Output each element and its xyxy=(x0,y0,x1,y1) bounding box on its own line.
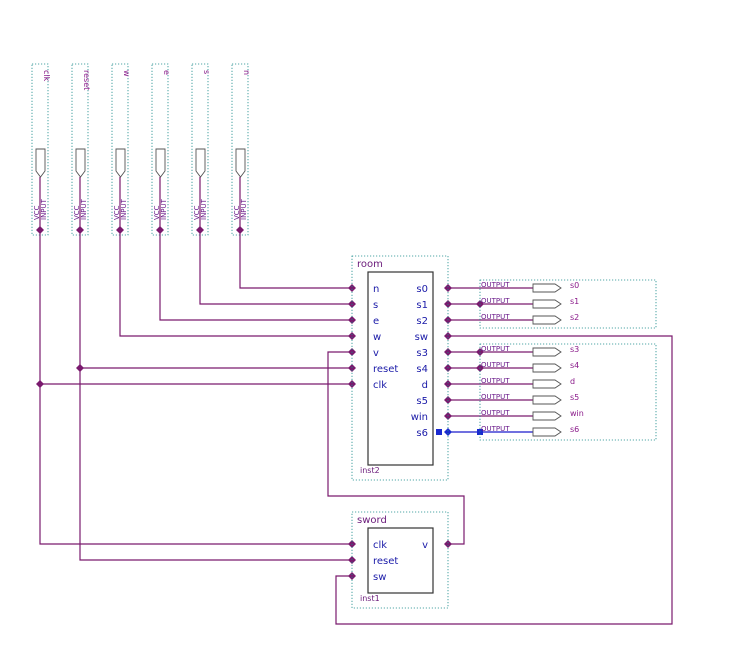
output-pin-s6[interactable]: OUTPUT s6 xyxy=(481,425,579,437)
room-port-s3: s3 xyxy=(416,348,428,359)
input-type-label: INPUT xyxy=(240,198,248,220)
room-port-e: e xyxy=(373,316,379,327)
input-type-label: INPUT xyxy=(80,198,88,220)
room-port-reset: reset xyxy=(373,364,398,375)
input-pin-clk[interactable]: clk VCC INPUT xyxy=(31,63,51,236)
output-pin-s4[interactable]: OUTPUT s4 xyxy=(481,361,579,373)
sword-port-clk: clk xyxy=(373,540,387,551)
room-port-s4: s4 xyxy=(416,364,428,375)
output-pin-name: s3 xyxy=(570,345,579,354)
sword-block[interactable]: sword inst1 clk reset sw v xyxy=(351,511,449,609)
input-vcc-label: VCC xyxy=(193,205,201,220)
output-type-label: OUTPUT xyxy=(481,393,510,401)
output-type-label: OUTPUT xyxy=(481,361,510,369)
room-port-s5: s5 xyxy=(416,396,428,407)
output-type-label: OUTPUT xyxy=(481,425,510,433)
output-type-label: OUTPUT xyxy=(481,377,510,385)
output-pin-win[interactable]: OUTPUT win xyxy=(481,409,584,421)
output-pin-name: s2 xyxy=(570,313,579,322)
sword-port-sw: sw xyxy=(373,572,386,583)
output-group-bottom xyxy=(479,343,657,441)
input-pin-reset[interactable]: reset VCC INPUT xyxy=(71,63,91,236)
output-pin-s3[interactable]: OUTPUT s3 xyxy=(481,345,579,357)
room-port-w: w xyxy=(373,332,381,343)
room-port-s6: s6 xyxy=(416,428,428,439)
room-port-n: n xyxy=(373,284,379,295)
room-port-d: d xyxy=(422,380,428,391)
input-pin-name: n xyxy=(242,70,251,75)
output-type-label: OUTPUT xyxy=(481,297,510,305)
output-pin-name: d xyxy=(570,377,575,386)
room-port-s0: s0 xyxy=(416,284,428,295)
output-pin-name: s1 xyxy=(570,297,579,306)
input-pin-name: clk xyxy=(42,70,51,82)
output-type-label: OUTPUT xyxy=(481,281,510,289)
wires xyxy=(39,177,673,625)
output-pin-s1[interactable]: OUTPUT s1 xyxy=(481,297,579,309)
output-pin-name: s4 xyxy=(570,361,579,370)
output-pin-name: s6 xyxy=(570,425,579,434)
room-instance: inst2 xyxy=(360,466,380,475)
room-port-s: s xyxy=(373,300,378,311)
output-type-label: OUTPUT xyxy=(481,409,510,417)
input-pin-e[interactable]: e VCC INPUT xyxy=(151,63,171,236)
output-pin-name: s5 xyxy=(570,393,579,402)
input-vcc-label: VCC xyxy=(73,205,81,220)
sword-port-v: v xyxy=(422,540,428,551)
input-type-label: INPUT xyxy=(200,198,208,220)
input-vcc-label: VCC xyxy=(33,205,41,220)
output-group-top xyxy=(479,279,657,329)
room-block[interactable]: room inst2 n s e w v reset clk s0 s1 s2 … xyxy=(351,255,449,481)
input-pin-name: s xyxy=(202,70,211,74)
room-port-sw: sw xyxy=(415,332,428,343)
input-type-label: INPUT xyxy=(40,198,48,220)
output-type-label: OUTPUT xyxy=(481,345,510,353)
input-type-label: INPUT xyxy=(120,198,128,220)
room-port-s2: s2 xyxy=(416,316,428,327)
input-pin-n[interactable]: n VCC INPUT xyxy=(231,63,251,236)
sword-port-reset: reset xyxy=(373,556,398,567)
output-pin-d[interactable]: OUTPUT d xyxy=(481,377,575,389)
room-title: room xyxy=(357,259,383,270)
input-pin-name: w xyxy=(122,70,131,77)
output-pin-s0[interactable]: OUTPUT s0 xyxy=(481,281,579,293)
sword-title: sword xyxy=(357,515,387,526)
output-pin-name: s0 xyxy=(570,281,579,290)
sword-instance: inst1 xyxy=(360,594,380,603)
room-port-v: v xyxy=(373,348,379,359)
room-port-win: win xyxy=(411,412,428,423)
output-pin-s5[interactable]: OUTPUT s5 xyxy=(481,393,579,405)
input-pin-w[interactable]: w VCC INPUT xyxy=(111,63,131,236)
room-port-s1: s1 xyxy=(416,300,428,311)
input-pin-name: reset xyxy=(82,70,91,90)
input-vcc-label: VCC xyxy=(113,205,121,220)
output-type-label: OUTPUT xyxy=(481,313,510,321)
input-vcc-label: VCC xyxy=(233,205,241,220)
input-pin-s[interactable]: s VCC INPUT xyxy=(191,63,211,236)
input-pin-name: e xyxy=(162,70,171,75)
input-type-label: INPUT xyxy=(160,198,168,220)
output-pin-s2[interactable]: OUTPUT s2 xyxy=(481,313,579,325)
room-port-clk: clk xyxy=(373,380,387,391)
output-pin-name: win xyxy=(570,409,584,418)
input-vcc-label: VCC xyxy=(153,205,161,220)
